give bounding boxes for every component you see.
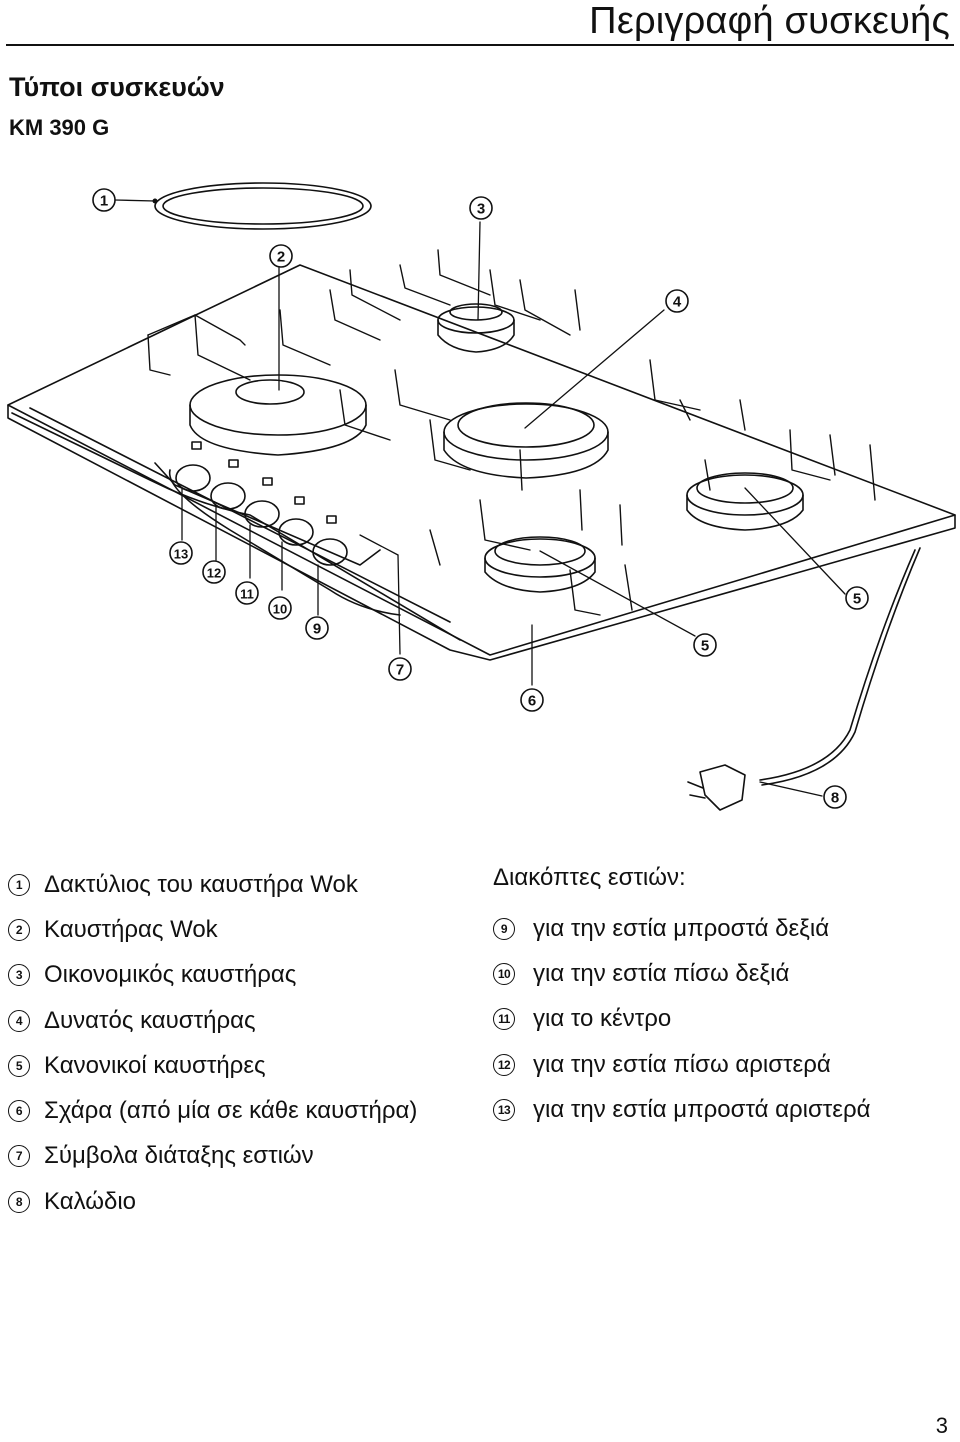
- legend-number: 6: [8, 1100, 30, 1123]
- legend-text: για την εστία μπροστά αριστερά: [533, 1095, 871, 1123]
- hob-plate-drawing: [7, 264, 956, 661]
- burner-normal-right-drawing: [686, 472, 804, 531]
- legend-text: Καλώδιο: [44, 1187, 137, 1215]
- legend-item: 2 Καυστήρας Wok: [8, 907, 417, 952]
- callout-3: [469, 196, 493, 220]
- callout-badges: [92, 188, 869, 809]
- legend-number: 11: [493, 1008, 515, 1031]
- svg-text:13: 13: [174, 547, 188, 562]
- burner-normal-front-drawing: [484, 536, 596, 593]
- legend-number: 7: [8, 1145, 30, 1168]
- control-knobs-drawing: [168, 441, 401, 616]
- hob-illustration: 1 2 3 4 5 5 6 7 8 9 10 11 12 13: [7, 182, 956, 811]
- legend-number: 12: [493, 1053, 515, 1076]
- legend-text: για την εστία πίσω αριστερά: [533, 1050, 831, 1078]
- callout-6: [520, 688, 544, 712]
- legend-item: 7 Σύμβολα διάταξης εστιών: [8, 1134, 417, 1179]
- legend-item: 4 Δυνατός καυστήρας: [8, 998, 417, 1043]
- legend-number: 9: [493, 917, 515, 940]
- legend-number: 1: [8, 873, 30, 896]
- hob-diagram: 1 2 3 4 5 5 6 7 8 9 10 11 12 13: [0, 170, 960, 830]
- svg-text:5: 5: [701, 638, 709, 655]
- page-title: Περιγραφή συσκευής: [589, 0, 950, 42]
- svg-text:1: 1: [100, 193, 108, 210]
- legend-number: 4: [8, 1009, 30, 1032]
- legend-text: Δακτύλιος του καυστήρα Wok: [44, 870, 358, 898]
- svg-text:4: 4: [673, 294, 682, 311]
- svg-text:3: 3: [477, 201, 485, 218]
- legend-item: 6 Σχάρα (από μία σε κάθε καυστήρα): [8, 1088, 417, 1133]
- legend-text: Οικονομικός καυστήρας: [44, 961, 297, 989]
- callout-4: [665, 289, 689, 313]
- svg-text:9: 9: [313, 621, 321, 638]
- legend-controls: Διακόπτες εστιών: 9 για την εστία μπροστ…: [493, 862, 871, 1132]
- legend-number: 3: [8, 964, 30, 987]
- legend-item: 8 Καλώδιο: [8, 1179, 417, 1224]
- callout-5a: [845, 586, 869, 610]
- model-name: KM 390 G: [9, 115, 110, 140]
- callout-12: [202, 560, 226, 584]
- legend-text: Δυνατός καυστήρας: [44, 1006, 256, 1034]
- svg-text:11: 11: [240, 587, 254, 602]
- callout-7: [388, 657, 412, 681]
- title-divider: [6, 44, 954, 46]
- legend-item: 3 Οικονομικός καυστήρας: [8, 953, 417, 998]
- svg-text:7: 7: [396, 662, 404, 679]
- legend-text: για το κέντρο: [533, 1005, 672, 1033]
- burner-strong-drawing: [443, 402, 609, 479]
- legend-parts: 1 Δακτύλιος του καυστήρα Wok 2 Καυστήρας…: [8, 862, 417, 1224]
- legend-item: 9 για την εστία μπροστά δεξιά: [493, 906, 871, 951]
- legend-item: 13 για την εστία μπροστά αριστερά: [493, 1087, 871, 1132]
- legend-text: Σύμβολα διάταξης εστιών: [44, 1142, 314, 1170]
- legend-number: 5: [8, 1054, 30, 1077]
- svg-text:5: 5: [853, 591, 861, 608]
- grate-drawing: [147, 249, 876, 616]
- callout-2: [269, 244, 293, 268]
- svg-text:6: 6: [528, 693, 536, 710]
- callout-13: [169, 541, 193, 565]
- callout-9: [305, 616, 329, 640]
- legend-item: 11 για το κέντρο: [493, 997, 871, 1042]
- legend-item: 12 για την εστία πίσω αριστερά: [493, 1042, 871, 1087]
- cable-plug-drawing: [687, 547, 921, 811]
- legend-number: 8: [8, 1190, 30, 1213]
- page-number: 3: [935, 1413, 948, 1438]
- burner-economy-drawing: [437, 303, 515, 353]
- section-title: Τύποι συσκευών: [9, 72, 225, 102]
- callout-8: [823, 785, 847, 809]
- leader-lines: [114, 199, 846, 797]
- legend-text: Σχάρα (από μία σε κάθε καυστήρα): [44, 1097, 418, 1125]
- callout-10: [268, 596, 292, 620]
- legend-text: Καυστήρας Wok: [44, 915, 218, 943]
- callout-1: [92, 188, 116, 212]
- svg-text:2: 2: [277, 249, 285, 266]
- legend-controls-header: Διακόπτες εστιών:: [493, 864, 686, 891]
- svg-text:8: 8: [831, 790, 839, 807]
- callout-11: [235, 581, 259, 605]
- legend-text: Κανονικοί καυστήρες: [44, 1051, 266, 1079]
- burner-wok-drawing: [189, 374, 367, 456]
- legend-text: για την εστία πίσω δεξιά: [533, 959, 790, 987]
- wok-ring-drawing: [154, 182, 372, 230]
- legend-item: 1 Δακτύλιος του καυστήρα Wok: [8, 862, 417, 907]
- legend-text: για την εστία μπροστά δεξιά: [533, 914, 830, 942]
- legend-number: 2: [8, 918, 30, 941]
- legend-number: 10: [493, 962, 515, 985]
- legend-item: 10 για την εστία πίσω δεξιά: [493, 951, 871, 996]
- legend-number: 13: [493, 1098, 515, 1121]
- legend-item: 5 Κανονικοί καυστήρες: [8, 1043, 417, 1088]
- svg-text:10: 10: [273, 602, 287, 617]
- callout-5b: [693, 633, 717, 657]
- svg-text:12: 12: [207, 566, 221, 581]
